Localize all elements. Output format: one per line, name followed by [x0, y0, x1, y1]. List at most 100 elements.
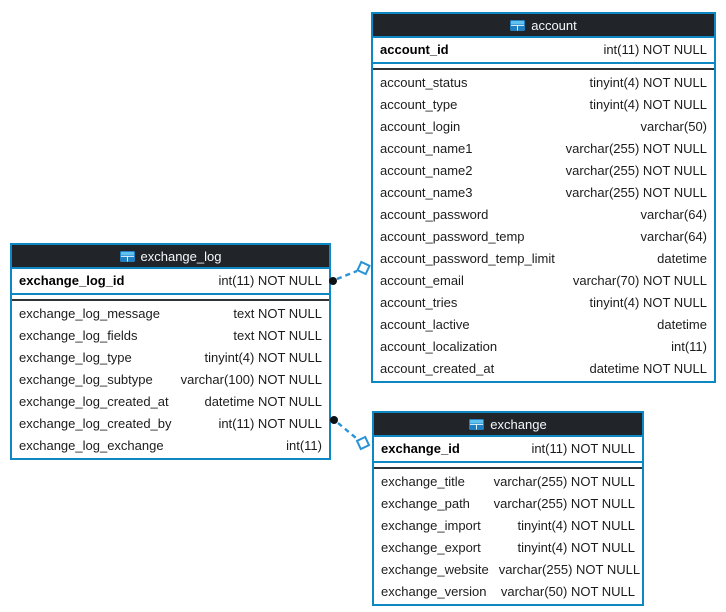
- column-name: account_email: [380, 273, 464, 288]
- column-row[interactable]: exchange_website varchar(255) NOT NULL: [374, 559, 642, 581]
- column-type: text NOT NULL: [233, 328, 322, 343]
- column-type: int(11): [286, 438, 322, 453]
- column-type: datetime: [657, 251, 707, 266]
- column-type: varchar(70) NOT NULL: [572, 273, 707, 288]
- column-type: text NOT NULL: [233, 306, 322, 321]
- column-name: exchange_website: [381, 562, 489, 577]
- column-name: account_localization: [380, 339, 498, 354]
- table-account[interactable]: account account_id int(11) NOT NULL acco…: [371, 12, 716, 383]
- column-row[interactable]: account_password varchar(64): [373, 204, 714, 226]
- column-name: exchange_import: [381, 518, 481, 533]
- column-type: varchar(64): [640, 229, 707, 244]
- table-icon: [119, 250, 135, 262]
- column-name: exchange_log_exchange: [19, 438, 164, 453]
- column-type: varchar(255) NOT NULL: [498, 562, 641, 577]
- pk-name: exchange_log_id: [19, 273, 125, 288]
- column-row[interactable]: account_name2 varchar(255) NOT NULL: [373, 160, 714, 182]
- column-type: tinyint(4) NOT NULL: [589, 97, 707, 112]
- column-row[interactable]: account_localization int(11): [373, 336, 714, 358]
- table-header[interactable]: account: [373, 14, 714, 38]
- column-type: varchar(255) NOT NULL: [493, 496, 635, 511]
- column-type: tinyint(4) NOT NULL: [517, 518, 635, 533]
- table-title: account: [531, 17, 577, 33]
- column-name: exchange_log_message: [19, 306, 160, 321]
- column-type: tinyint(4) NOT NULL: [204, 350, 322, 365]
- column-row[interactable]: exchange_log_created_by int(11) NOT NULL: [12, 413, 329, 435]
- column-type: varchar(255) NOT NULL: [565, 185, 707, 200]
- column-row[interactable]: account_status tinyint(4) NOT NULL: [373, 72, 714, 94]
- column-type: varchar(50): [640, 119, 707, 134]
- column-type: int(11) NOT NULL: [218, 416, 322, 431]
- column-name: account_name3: [380, 185, 473, 200]
- column-name: exchange_version: [381, 584, 487, 599]
- pk-row[interactable]: exchange_log_id int(11) NOT NULL: [12, 269, 329, 295]
- column-row[interactable]: exchange_log_fields text NOT NULL: [12, 325, 329, 347]
- column-name: exchange_log_type: [19, 350, 132, 365]
- column-type: tinyint(4) NOT NULL: [589, 295, 707, 310]
- columns-section: account_status tinyint(4) NOT NULL accoun…: [373, 68, 714, 381]
- column-row[interactable]: account_type tinyint(4) NOT NULL: [373, 94, 714, 116]
- column-type: varchar(64): [640, 207, 707, 222]
- column-type: varchar(255) NOT NULL: [565, 163, 707, 178]
- pk-type: int(11) NOT NULL: [531, 441, 635, 456]
- column-name: account_created_at: [380, 361, 495, 376]
- column-name: exchange_log_fields: [19, 328, 138, 343]
- column-type: varchar(255) NOT NULL: [565, 141, 707, 156]
- pk-name: exchange_id: [381, 441, 460, 456]
- column-type: tinyint(4) NOT NULL: [589, 75, 707, 90]
- pk-type: int(11) NOT NULL: [218, 273, 322, 288]
- column-row[interactable]: exchange_log_message text NOT NULL: [12, 303, 329, 325]
- table-title: exchange_log: [140, 248, 222, 264]
- column-name: account_status: [380, 75, 468, 90]
- relationship-exchange-log-account[interactable]: [329, 260, 371, 285]
- column-row[interactable]: exchange_log_exchange int(11): [12, 435, 329, 457]
- column-type: datetime: [657, 317, 707, 332]
- column-type: datetime NOT NULL: [589, 361, 707, 376]
- table-icon: [469, 418, 485, 430]
- pk-row[interactable]: exchange_id int(11) NOT NULL: [374, 437, 642, 463]
- column-type: datetime NOT NULL: [204, 394, 322, 409]
- pk-name: account_id: [380, 42, 449, 57]
- column-name: account_type: [380, 97, 458, 112]
- table-header[interactable]: exchange: [374, 413, 642, 437]
- column-row[interactable]: exchange_log_subtype varchar(100) NOT NUL…: [12, 369, 329, 391]
- column-row[interactable]: account_password_temp_limit datetime: [373, 248, 714, 270]
- column-name: exchange_log_subtype: [19, 372, 153, 387]
- column-row[interactable]: exchange_path varchar(255) NOT NULL: [374, 493, 642, 515]
- column-name: exchange_title: [381, 474, 465, 489]
- column-row[interactable]: account_login varchar(50): [373, 116, 714, 138]
- table-title: exchange: [490, 416, 547, 432]
- column-name: account_login: [380, 119, 461, 134]
- table-exchange-log[interactable]: exchange_log exchange_log_id int(11) NOT…: [10, 243, 331, 460]
- pk-row[interactable]: account_id int(11) NOT NULL: [373, 38, 714, 64]
- column-row[interactable]: account_email varchar(70) NOT NULL: [373, 270, 714, 292]
- column-name: account_tries: [380, 295, 458, 310]
- column-row[interactable]: account_name1 varchar(255) NOT NULL: [373, 138, 714, 160]
- column-name: account_name1: [380, 141, 473, 156]
- column-row[interactable]: account_tries tinyint(4) NOT NULL: [373, 292, 714, 314]
- relationship-exchange-log-exchange[interactable]: [330, 416, 371, 451]
- column-name: exchange_export: [381, 540, 481, 555]
- column-name: account_name2: [380, 163, 473, 178]
- column-type: int(11): [671, 339, 707, 354]
- column-row[interactable]: account_created_at datetime NOT NULL: [373, 358, 714, 380]
- column-name: exchange_path: [381, 496, 470, 511]
- column-row[interactable]: account_name3 varchar(255) NOT NULL: [373, 182, 714, 204]
- column-type: varchar(100) NOT NULL: [180, 372, 322, 387]
- column-name: account_password: [380, 207, 489, 222]
- table-exchange[interactable]: exchange exchange_id int(11) NOT NULL ex…: [372, 411, 644, 606]
- pk-type: int(11) NOT NULL: [603, 42, 707, 57]
- table-header[interactable]: exchange_log: [12, 245, 329, 269]
- column-row[interactable]: exchange_import tinyint(4) NOT NULL: [374, 515, 642, 537]
- column-name: account_password_temp_limit: [380, 251, 555, 266]
- column-row[interactable]: exchange_log_type tinyint(4) NOT NULL: [12, 347, 329, 369]
- column-name: exchange_log_created_by: [19, 416, 172, 431]
